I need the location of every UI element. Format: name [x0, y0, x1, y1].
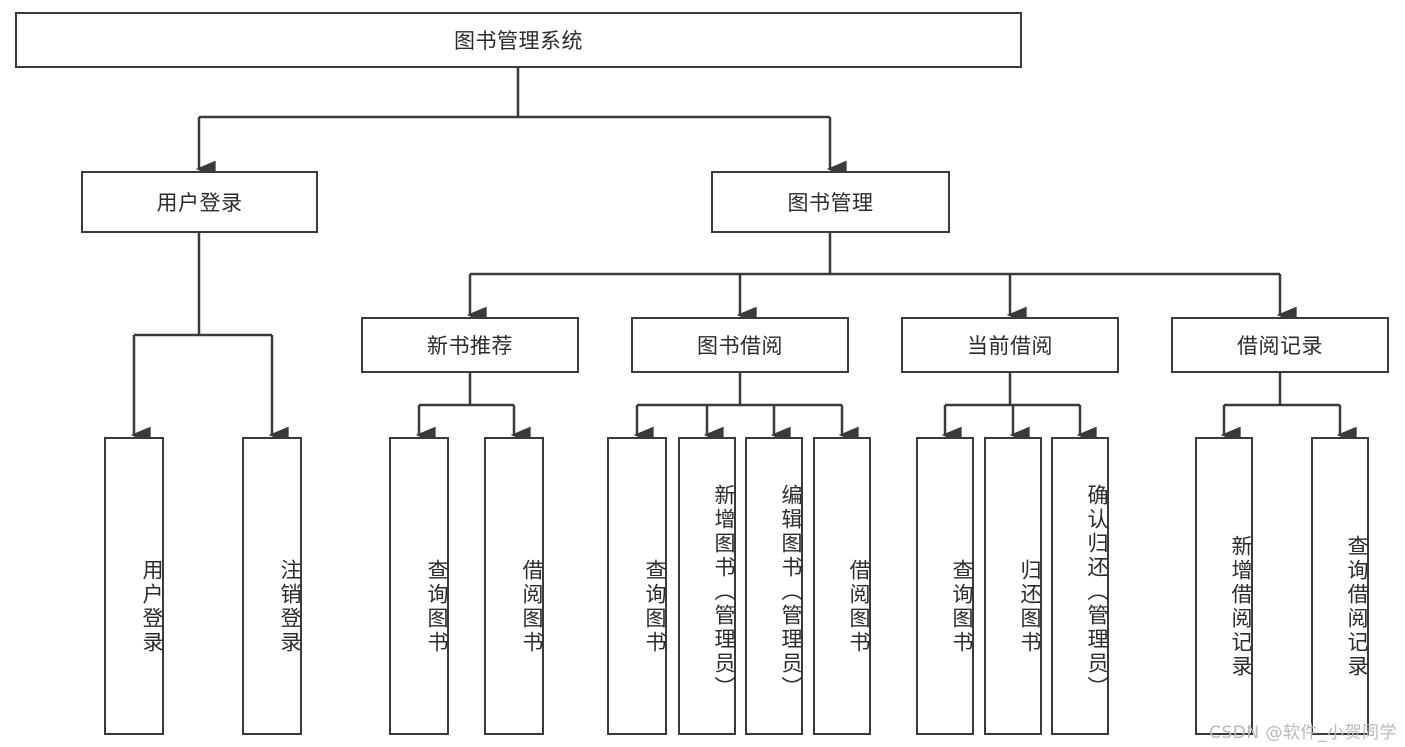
- node-leaf-5[interactable]: 新增图书（管理员）: [678, 437, 736, 735]
- node-leaf-12[interactable]: 查询借阅记录: [1311, 437, 1369, 735]
- node-label: 用户登录: [140, 559, 164, 655]
- node-leaf-3[interactable]: 借阅图书: [484, 437, 544, 735]
- node-level3-0[interactable]: 新书推荐: [361, 317, 579, 373]
- node-label: 新增借阅记录: [1229, 535, 1253, 679]
- node-label: 查询借阅记录: [1345, 535, 1369, 679]
- node-level3-1[interactable]: 图书借阅: [631, 317, 849, 373]
- node-label: 新增图书（管理员）: [712, 484, 736, 700]
- node-root-system[interactable]: 图书管理系统: [15, 12, 1022, 68]
- node-leaf-11[interactable]: 新增借阅记录: [1195, 437, 1253, 735]
- node-level2-1[interactable]: 图书管理: [711, 171, 950, 233]
- node-label: 图书管理: [787, 191, 874, 215]
- node-label: 归还图书: [1018, 559, 1042, 655]
- node-leaf-6[interactable]: 编辑图书（管理员）: [745, 437, 803, 735]
- node-leaf-1[interactable]: 注销登录: [242, 437, 302, 735]
- watermark-text: CSDN @软件_小贺同学: [1209, 723, 1397, 743]
- node-leaf-2[interactable]: 查询图书: [389, 437, 449, 735]
- node-leaf-4[interactable]: 查询图书: [607, 437, 667, 735]
- node-label: 借阅图书: [520, 559, 544, 655]
- node-label: 查询图书: [950, 559, 974, 655]
- node-leaf-7[interactable]: 借阅图书: [813, 437, 871, 735]
- node-label: 查询图书: [643, 559, 667, 655]
- node-label: 借阅图书: [847, 559, 871, 655]
- node-label: 图书借阅: [697, 334, 783, 358]
- node-label: 借阅记录: [1237, 334, 1323, 358]
- node-leaf-10[interactable]: 确认归还（管理员）: [1051, 437, 1109, 735]
- node-label: 确认归还（管理员）: [1085, 484, 1109, 700]
- node-label: 新书推荐: [427, 334, 513, 358]
- node-leaf-8[interactable]: 查询图书: [916, 437, 974, 735]
- node-label: 图书管理系统: [454, 29, 583, 53]
- node-level3-3[interactable]: 借阅记录: [1171, 317, 1389, 373]
- node-level3-2[interactable]: 当前借阅: [901, 317, 1119, 373]
- node-label: 编辑图书（管理员）: [779, 484, 803, 700]
- node-leaf-0[interactable]: 用户登录: [104, 437, 164, 735]
- node-level2-0[interactable]: 用户登录: [81, 171, 318, 233]
- node-label: 查询图书: [425, 559, 449, 655]
- node-label: 用户登录: [156, 191, 243, 215]
- node-label: 当前借阅: [967, 334, 1053, 358]
- edges: [130, 68, 1357, 444]
- node-label: 注销登录: [278, 559, 302, 655]
- node-leaf-9[interactable]: 归还图书: [984, 437, 1042, 735]
